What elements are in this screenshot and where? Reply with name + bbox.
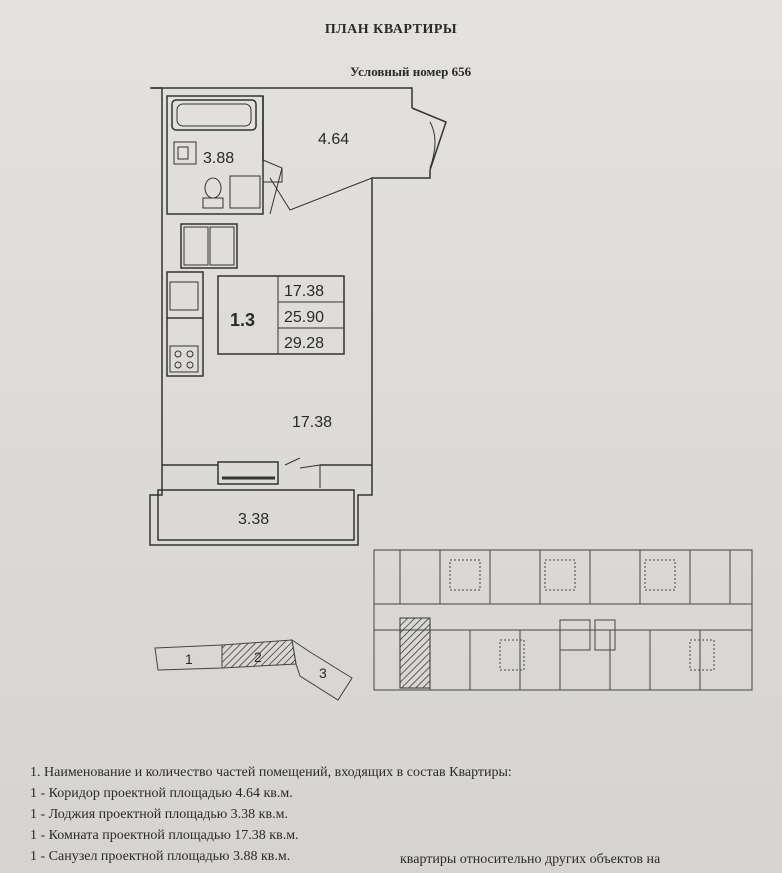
total-with-loggia-value: 29.28 [284,335,324,352]
section-1-label: 1 [185,651,193,667]
legend-item: 1 - Лоджия проектной площадью 3.38 кв.м. [30,807,288,822]
total-area-value: 25.90 [284,309,324,326]
legend-item: 1 - Санузел проектной площадью 3.88 кв.м… [30,849,291,864]
legend-item: 1 - Коридор проектной площадью 4.64 кв.м… [30,786,293,801]
cut-off-text: квартиры относительно других объектов на [400,852,661,867]
rooms-legend: 1. Наименование и количество частей поме… [30,762,780,867]
conditional-number: Условный номер 656 [350,64,472,79]
legend-item: 1 - Комната проектной площадью 17.38 кв.… [30,828,299,843]
highlighted-apartment [399,617,431,689]
living-area-value: 17.38 [284,283,324,300]
loggia-area-label: 3.38 [238,511,269,528]
legend-heading: 1. Наименование и количество частей поме… [30,765,512,780]
section-2-label: 2 [254,649,262,665]
site-plan [154,638,353,701]
room-area-label: 17.38 [292,414,332,431]
bathroom-area-label: 3.88 [203,150,234,167]
rooms-count-label: 1.3 [230,310,255,330]
page-title: ПЛАН КВАРТИРЫ [324,22,458,37]
section-3-label: 3 [319,665,327,681]
corridor-area-label: 4.64 [318,131,349,148]
building-floor-plan [373,549,753,691]
